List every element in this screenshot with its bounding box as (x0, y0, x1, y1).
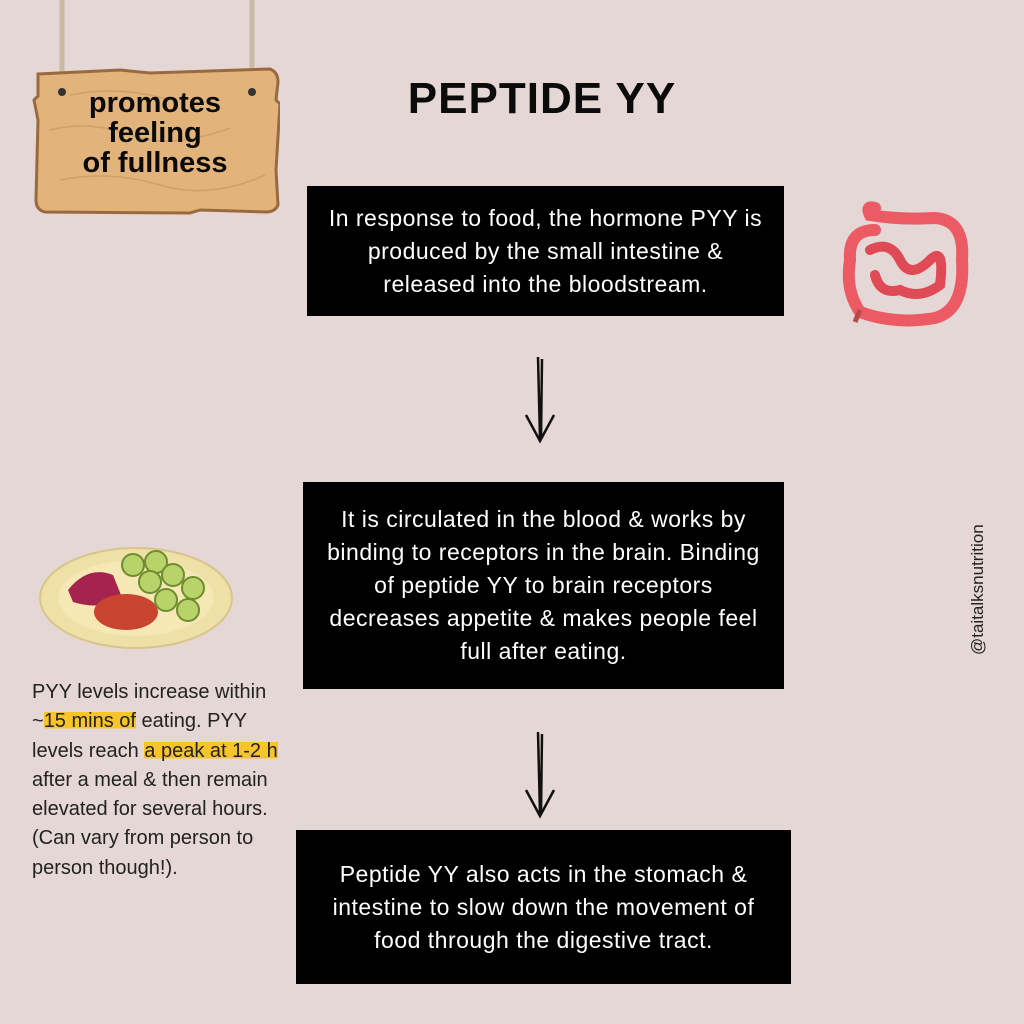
note-text: eating. PYY levels reach (32, 710, 247, 762)
note-text: (Can vary from person to person though!)… (32, 827, 254, 879)
down-arrow-icon (524, 731, 556, 819)
step-box-1: In response to food, the hormone PYY is … (307, 186, 784, 316)
step-text: In response to food, the hormone PYY is … (328, 204, 763, 297)
step-box-3: Peptide YY also acts in the stomach & in… (296, 830, 791, 984)
step-text: Peptide YY also acts in the stomach & in… (332, 860, 755, 953)
sign-text: promotes feeling of fullness (60, 88, 250, 178)
wooden-sign-illustration (32, 0, 280, 215)
food-plate-illustration (39, 547, 233, 649)
sign-line: of fullness (82, 147, 228, 179)
note-text: after a meal & then remain elevated for … (32, 768, 268, 821)
step-box-2: It is circulated in the blood & works by… (303, 482, 784, 689)
highlighted-text: a peak at 1-2 h (144, 739, 278, 762)
note-text: PYY levels increase within ~ (32, 681, 267, 733)
sign-line: feeling (108, 117, 202, 149)
sign-line: promotes (88, 87, 222, 119)
step-text: It is circulated in the blood & works by… (327, 506, 760, 664)
intestine-icon (842, 201, 969, 327)
down-arrow-icon (524, 356, 556, 444)
side-note: PYY levels increase within ~15 mins of e… (32, 678, 292, 883)
page-title: PEPTIDE YY (407, 74, 677, 123)
highlighted-text: 15 mins of (43, 710, 136, 733)
watermark-handle: @taitalksnutrition (968, 524, 987, 655)
